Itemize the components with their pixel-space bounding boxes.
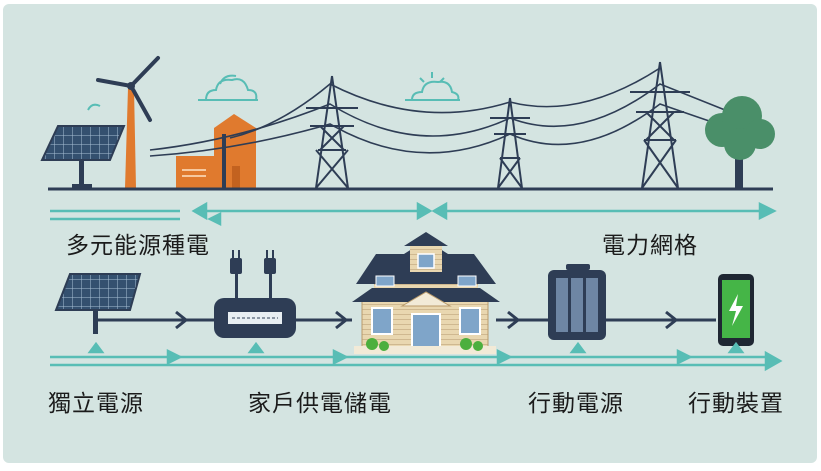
cloud-icon bbox=[198, 74, 258, 101]
label-mobile-power: 行動電源 bbox=[528, 391, 624, 417]
wind-turbine-icon bbox=[87, 56, 160, 188]
label-diverse-energy: 多元能源種電 bbox=[66, 233, 210, 259]
power-lines bbox=[149, 67, 731, 157]
label-off-grid: 獨立電源 bbox=[48, 391, 144, 417]
energy-flow-arrows bbox=[50, 341, 783, 372]
solar-panel-icon bbox=[40, 125, 126, 189]
power-plug-icon bbox=[230, 250, 276, 298]
tree-icon bbox=[705, 96, 775, 188]
sun-icon bbox=[405, 72, 460, 101]
transmission-tower-icon bbox=[306, 75, 358, 189]
battery-pack-icon bbox=[548, 264, 606, 340]
solar-panel-icon bbox=[54, 273, 142, 334]
house-icon bbox=[352, 232, 500, 354]
transmission-tower-icon bbox=[490, 97, 530, 189]
label-mobile-device: 行動裝置 bbox=[688, 391, 784, 417]
label-home-storage: 家戶供電儲電 bbox=[248, 391, 392, 417]
smartphone-icon bbox=[718, 274, 754, 346]
label-power-grid: 電力網格 bbox=[602, 233, 698, 259]
background-panel bbox=[3, 4, 817, 463]
transmission-tower-icon bbox=[630, 61, 690, 189]
smart-meter-icon bbox=[214, 298, 296, 338]
energy-flow-arrows bbox=[50, 201, 777, 227]
lightning-bolt-icon bbox=[729, 294, 743, 326]
